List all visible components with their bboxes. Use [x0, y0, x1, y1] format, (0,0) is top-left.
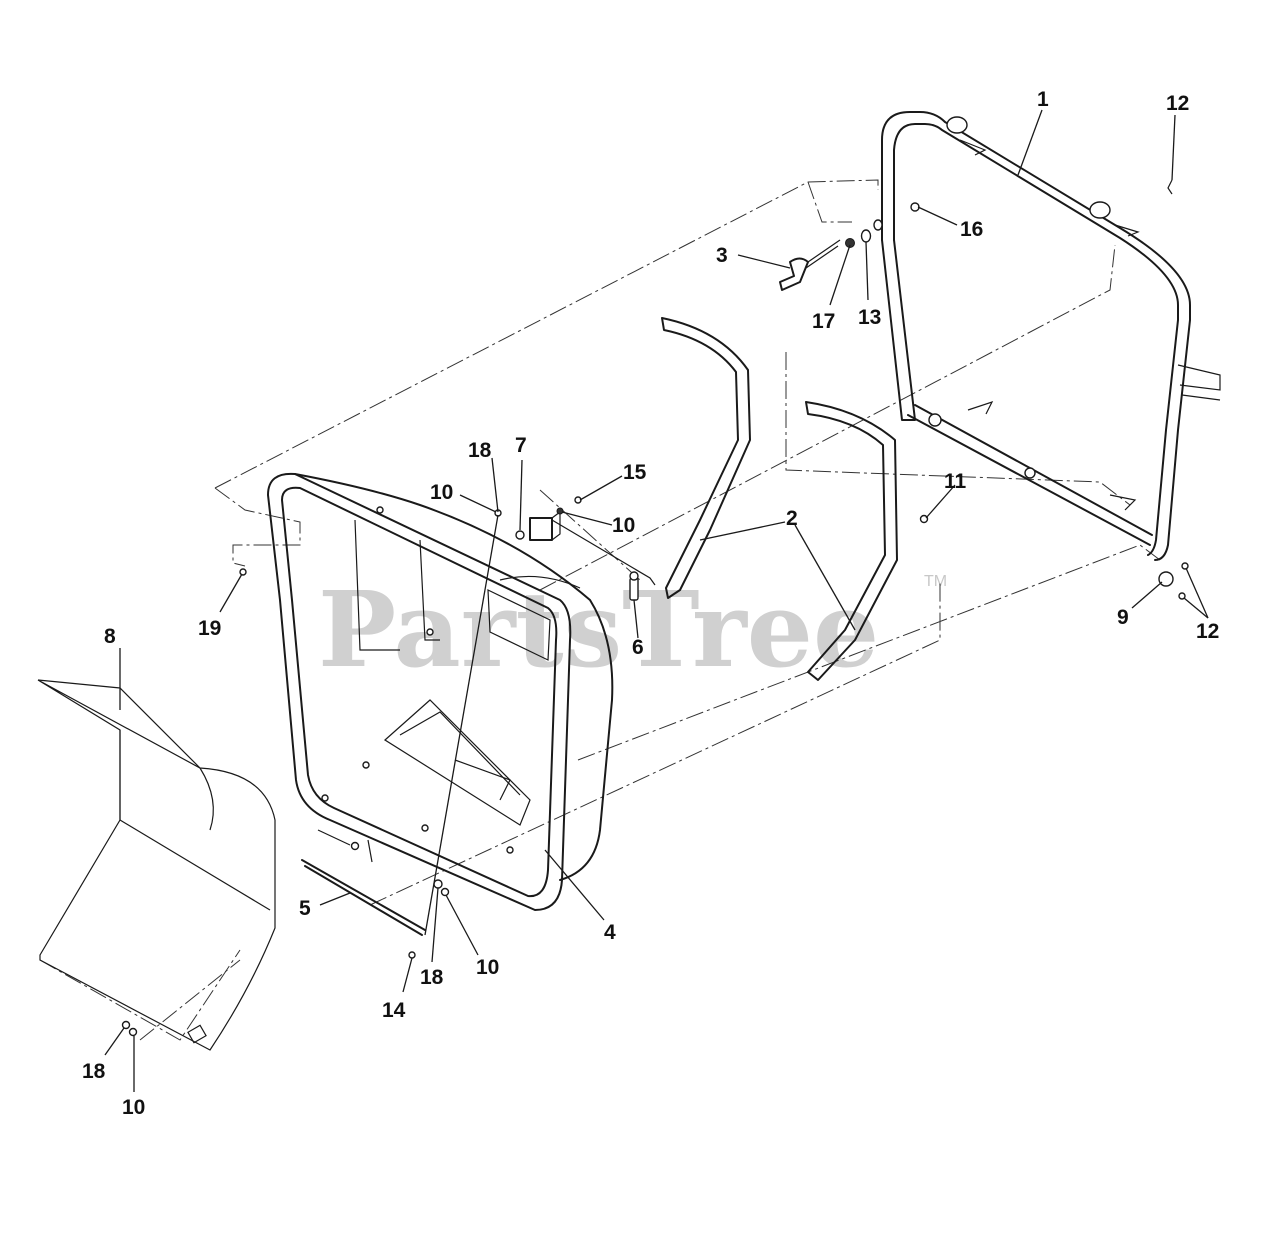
callout-8: 8 [104, 625, 116, 648]
callout-19: 19 [198, 617, 221, 640]
callout-1-top: 1 [1037, 88, 1049, 111]
phantom-outline [39, 179, 1161, 1041]
callout-15: 15 [623, 461, 647, 484]
callout-12-right: 12 [1196, 620, 1219, 643]
callout-7: 7 [515, 434, 527, 457]
callout-labels: 1 12 16 3 17 13 18 7 15 10 10 11 2 19 6 … [82, 88, 1219, 1119]
watermark-text: PartsTree [318, 568, 879, 691]
callout-17: 17 [812, 310, 835, 333]
bag-cover-part-8 [37, 679, 276, 1051]
callout-9: 9 [1117, 606, 1129, 629]
support-strap-part-2-right [805, 401, 898, 681]
callout-18-upper: 18 [468, 439, 492, 462]
callout-12-top: 12 [1166, 92, 1189, 115]
callout-4: 4 [604, 921, 616, 944]
rod-part-5 [301, 829, 426, 936]
callout-18-lower: 18 [420, 966, 444, 989]
watermark-trademark: TM [924, 573, 947, 590]
callout-10-bottom: 10 [122, 1096, 145, 1119]
callout-10-upper: 10 [430, 481, 453, 504]
callout-6: 6 [632, 636, 644, 659]
callout-10-lower: 10 [476, 956, 499, 979]
support-strap-part-2-left [661, 317, 751, 599]
catcher-housing-part-4 [267, 472, 614, 911]
callout-5: 5 [299, 897, 311, 920]
bracket-part-7 [529, 510, 656, 586]
callout-2: 2 [786, 507, 798, 530]
callout-3: 3 [716, 244, 728, 267]
callout-13: 13 [858, 306, 881, 329]
callout-18-bottom: 18 [82, 1060, 106, 1083]
callout-10-mid: 10 [612, 514, 635, 537]
leader-lines [104, 109, 1209, 1092]
pin-part-6 [629, 571, 639, 601]
frame-tube-part-1 [881, 111, 1221, 561]
latch-part-3 [779, 239, 841, 291]
callout-16: 16 [960, 218, 983, 241]
callout-14: 14 [382, 999, 406, 1022]
callout-11: 11 [944, 470, 967, 493]
